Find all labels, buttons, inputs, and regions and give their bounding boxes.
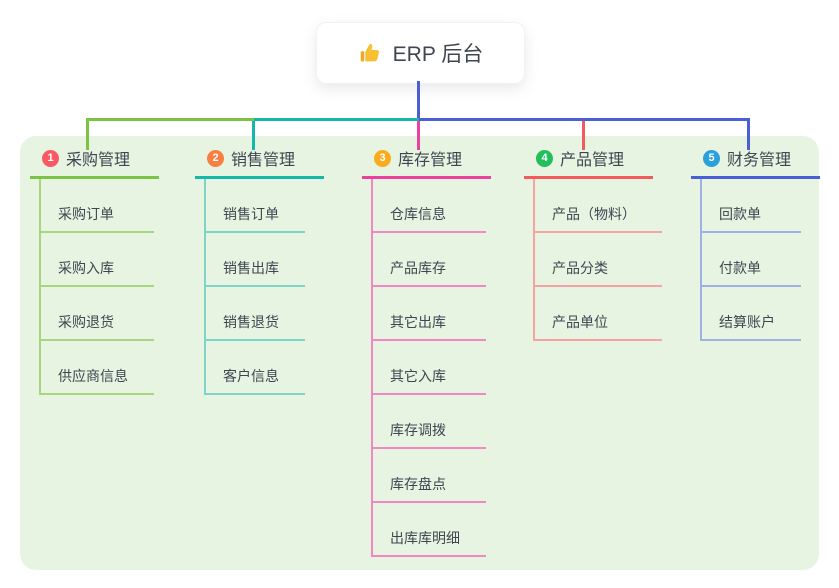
branch-drop-product: [582, 121, 585, 150]
child-node[interactable]: 销售订单: [206, 179, 305, 233]
branch-inventory: 3 库存管理 仓库信息 产品库存 其它出库 其它入库 库存调拨 库存盘点 出库库…: [362, 146, 491, 557]
branch-drop-inventory: [417, 121, 420, 150]
branch-sales: 2 销售管理 销售订单 销售出库 销售退货 客户信息: [195, 146, 324, 395]
branch-number-badge: 5: [703, 149, 720, 167]
root-connector-line: [417, 81, 420, 120]
branch-children: 销售订单 销售出库 销售退货 客户信息: [204, 179, 305, 395]
branch-finance: 5 财务管理 回款单 付款单 结算账户: [691, 146, 820, 341]
child-node[interactable]: 供应商信息: [41, 341, 154, 395]
branch-children: 产品（物料） 产品分类 产品单位: [533, 179, 662, 341]
branches-panel: [20, 136, 819, 570]
branch-children: 回款单 付款单 结算账户: [700, 179, 801, 341]
child-node[interactable]: 采购入库: [41, 233, 154, 287]
branch-children: 仓库信息 产品库存 其它出库 其它入库 库存调拨 库存盘点 出库库明细: [371, 179, 486, 557]
child-node[interactable]: 库存盘点: [373, 449, 486, 503]
branch-children: 采购订单 采购入库 采购退货 供应商信息: [39, 179, 154, 395]
branch-number-badge: 2: [207, 149, 224, 167]
branch-purchase: 1 采购管理 采购订单 采购入库 采购退货 供应商信息: [30, 146, 159, 395]
child-node[interactable]: 仓库信息: [373, 179, 486, 233]
branch-label: 采购管理: [66, 152, 131, 169]
child-node[interactable]: 产品库存: [373, 233, 486, 287]
child-node[interactable]: 出库库明细: [373, 503, 486, 557]
connector-segment-green: [86, 118, 254, 121]
branch-drop-purchase: [86, 118, 89, 150]
branch-drop-sales: [252, 121, 255, 150]
child-node[interactable]: 销售退货: [206, 287, 305, 341]
root-node[interactable]: ERP 后台: [316, 22, 525, 84]
branch-label: 产品管理: [560, 152, 625, 169]
branch-number-badge: 4: [536, 149, 553, 167]
child-node[interactable]: 客户信息: [206, 341, 305, 395]
child-node[interactable]: 结算账户: [702, 287, 801, 341]
branch-product: 4 产品管理 产品（物料） 产品分类 产品单位: [524, 146, 662, 341]
child-node[interactable]: 采购退货: [41, 287, 154, 341]
thumbs-up-icon: [358, 41, 383, 66]
child-node[interactable]: 产品单位: [535, 287, 662, 341]
child-node[interactable]: 销售出库: [206, 233, 305, 287]
branch-label: 库存管理: [398, 152, 463, 169]
branch-drop-finance: [747, 118, 750, 150]
child-node[interactable]: 采购订单: [41, 179, 154, 233]
child-node[interactable]: 库存调拨: [373, 395, 486, 449]
branch-label: 销售管理: [231, 152, 296, 169]
connector-segment-teal: [254, 118, 419, 121]
child-node[interactable]: 其它入库: [373, 341, 486, 395]
child-node[interactable]: 付款单: [702, 233, 801, 287]
branch-node[interactable]: 2 销售管理: [195, 146, 324, 179]
branch-number-badge: 3: [374, 149, 391, 167]
branch-node[interactable]: 3 库存管理: [362, 146, 491, 179]
branch-number-badge: 1: [42, 149, 59, 167]
branch-node[interactable]: 1 采购管理: [30, 146, 159, 179]
child-node[interactable]: 产品分类: [535, 233, 662, 287]
branch-node[interactable]: 4 产品管理: [524, 146, 653, 179]
branch-node[interactable]: 5 财务管理: [691, 146, 820, 179]
child-node[interactable]: 回款单: [702, 179, 801, 233]
root-title: ERP 后台: [392, 43, 484, 66]
child-node[interactable]: 其它出库: [373, 287, 486, 341]
child-node[interactable]: 产品（物料）: [535, 179, 662, 233]
connector-segment-blue: [419, 118, 750, 121]
branch-label: 财务管理: [727, 152, 792, 169]
